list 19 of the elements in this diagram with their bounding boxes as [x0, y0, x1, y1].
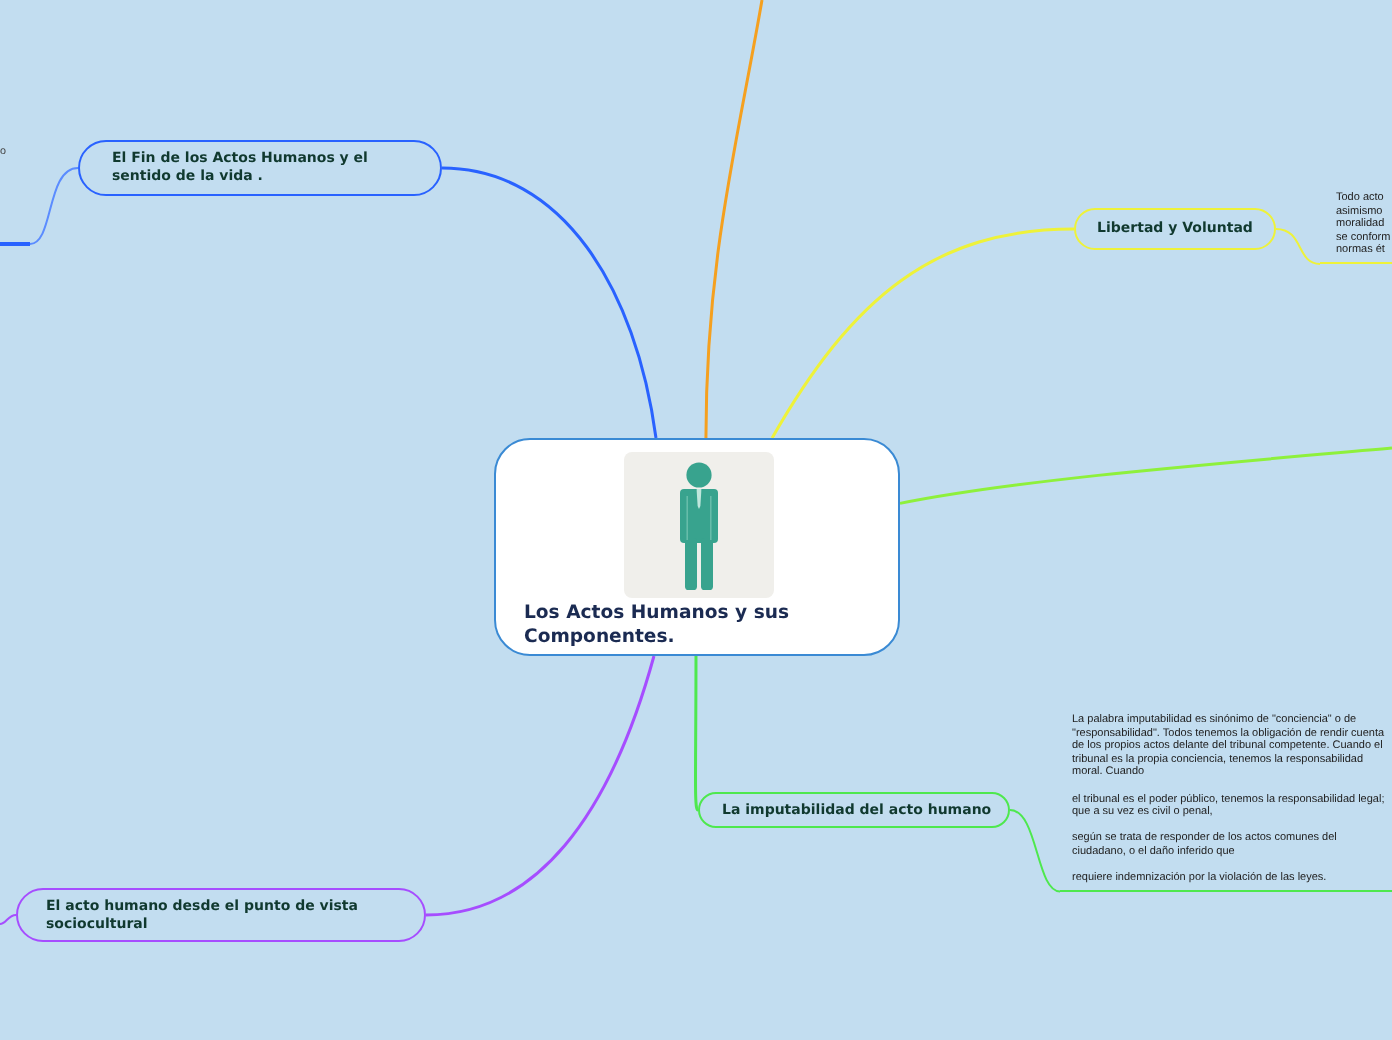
- central-topic-box: [494, 438, 900, 656]
- underlined-note: [1320, 192, 1392, 264]
- connector-line: [899, 446, 1392, 505]
- connector-line: [29, 167, 79, 245]
- connector-line: [704, 0, 764, 439]
- underlined-note: [1060, 714, 1392, 892]
- connector-line: [694, 656, 700, 811]
- connector-line: [770, 227, 1075, 439]
- connector-line: [1275, 228, 1321, 265]
- topic-box: [698, 792, 1010, 828]
- underline-bar: [0, 242, 30, 246]
- central-topic-title: Los Actos Humanos y sus Componentes.: [524, 602, 792, 650]
- connector-line: [441, 166, 658, 439]
- connector-line: [425, 655, 656, 917]
- topic-box: [16, 888, 426, 942]
- topic-box: [1074, 208, 1276, 250]
- connector-line: [1009, 809, 1061, 893]
- connector-line: [0, 914, 17, 925]
- topic-box: [78, 140, 442, 196]
